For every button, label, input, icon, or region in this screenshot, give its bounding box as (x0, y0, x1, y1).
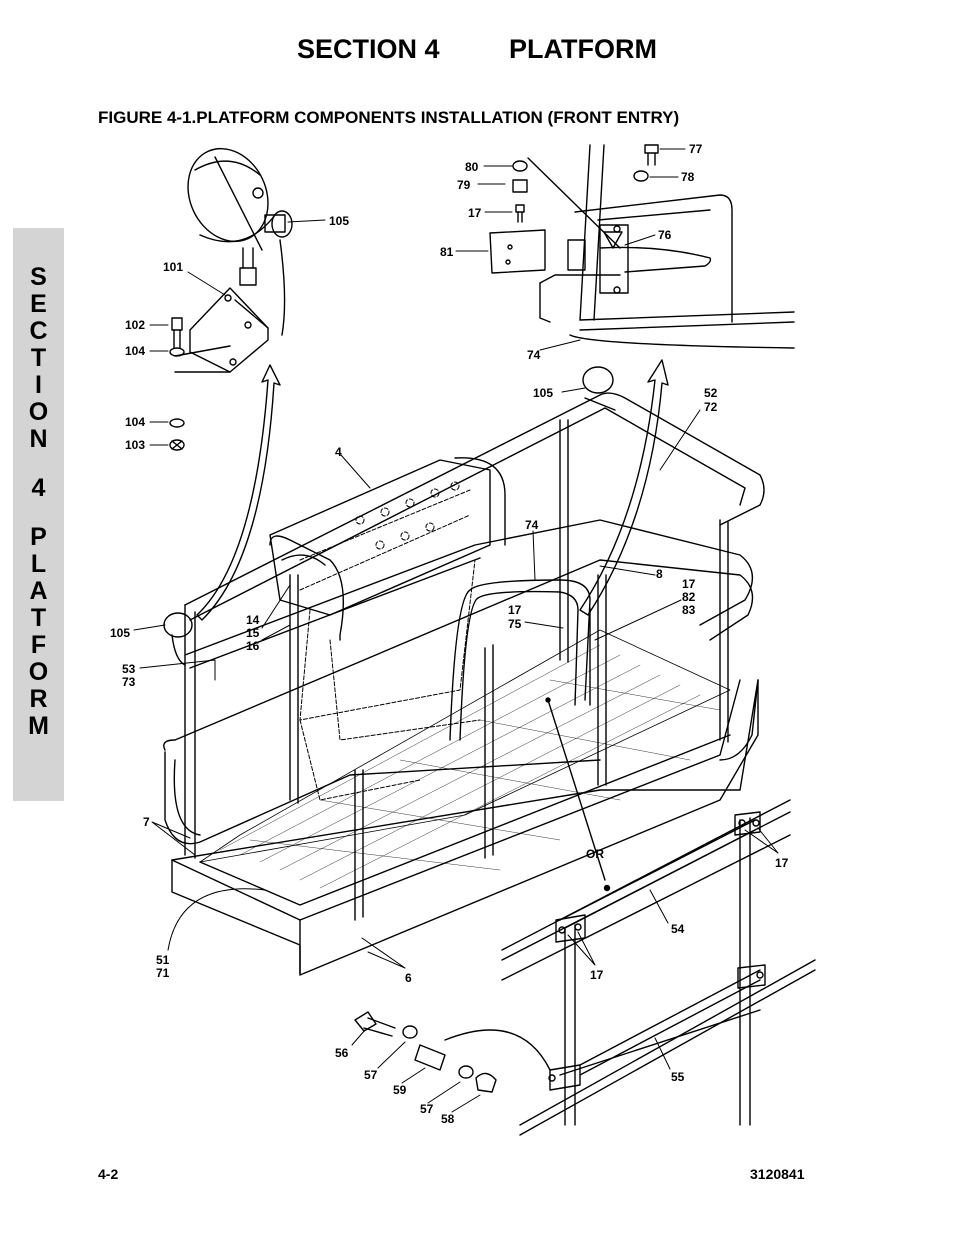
section-number: SECTION 4 (296, 34, 440, 64)
side-tab-letter: E (30, 290, 47, 318)
callout-17: 17 (468, 206, 482, 220)
callout-83: 83 (682, 603, 696, 617)
callout-17: 17 (590, 968, 604, 982)
callout-8: 8 (656, 567, 663, 581)
figure-title: FIGURE 4-1.PLATFORM COMPONENTS INSTALLAT… (98, 108, 680, 127)
install-arrow-right (579, 359, 669, 616)
callout-14: 14 (246, 613, 260, 627)
callout-4: 4 (335, 445, 342, 459)
callout-58: 58 (441, 1112, 455, 1126)
side-tab-letter: L (30, 550, 47, 578)
callout-74: 74 (527, 348, 541, 362)
callout-104: 104 (125, 344, 145, 358)
callout-104: 104 (125, 415, 145, 429)
side-tab-letter: T (30, 604, 47, 632)
side-tab-letter: C (29, 317, 48, 345)
callout-17: 17 (775, 856, 789, 870)
callout-103: 103 (125, 438, 145, 452)
callout-or: OR (586, 847, 604, 861)
side-tab-letter: O (28, 398, 49, 426)
install-arrow-left (196, 364, 281, 621)
side-tab-letter: M (28, 712, 49, 740)
callout-53: 53 (122, 662, 136, 676)
callout-15: 15 (246, 626, 260, 640)
callout-105: 105 (533, 386, 553, 400)
callout-17: 17 (682, 577, 696, 591)
console-handle (454, 457, 506, 546)
callout-78: 78 (681, 170, 695, 184)
callout-71: 71 (156, 966, 170, 980)
console-grab-rail (269, 535, 344, 641)
callout-105: 105 (329, 214, 349, 228)
callout-leaders (133, 148, 779, 1113)
side-tab-letter: I (35, 371, 42, 399)
callout-80: 80 (465, 160, 479, 174)
callout-57: 57 (364, 1068, 378, 1082)
callout-101: 101 (163, 260, 183, 274)
callout-56: 56 (335, 1046, 349, 1060)
callout-74: 74 (525, 518, 539, 532)
side-tab-letter: O (28, 658, 49, 686)
control-console (269, 459, 491, 801)
callout-77: 77 (689, 142, 703, 156)
callout-105: 105 (110, 626, 130, 640)
mounting-plate-detail (489, 229, 546, 274)
callout-81: 81 (440, 245, 454, 259)
gate-assembly (501, 799, 816, 1136)
side-tab-letter: A (29, 577, 48, 605)
side-tab-letter: S (30, 263, 47, 291)
document-number: 3120841 (750, 1166, 805, 1182)
callout-79: 79 (457, 178, 471, 192)
callout-75: 75 (508, 617, 522, 631)
callout-82: 82 (682, 590, 696, 604)
callout-59: 59 (393, 1083, 407, 1097)
side-tab-letter: 4 (31, 474, 46, 502)
callout-73: 73 (122, 675, 136, 689)
platform-installation-diagram: 80 79 17 81 77 78 76 105 101 102 104 104… (110, 142, 816, 1136)
callout-57: 57 (420, 1102, 434, 1116)
section-header: SECTION 4 PLATFORM (0, 34, 954, 65)
side-tab-letter: N (29, 425, 48, 453)
alternate-gate-leader (547, 699, 606, 881)
lamp-hardware-detail (169, 317, 185, 451)
side-tab-letter: F (30, 631, 47, 659)
callout-52: 52 (704, 386, 718, 400)
callout-102: 102 (125, 318, 145, 332)
callout-54: 54 (671, 922, 685, 936)
callout-16: 16 (246, 639, 260, 653)
section-side-tab: S E C T I O N 4 P L A T F O R M (13, 228, 64, 801)
callout-51: 51 (156, 953, 170, 967)
callout-55: 55 (671, 1070, 685, 1084)
latch-hardware-detail (512, 144, 659, 249)
lamp-bracket-detail (174, 287, 269, 373)
side-tab-letter: T (30, 344, 47, 372)
side-tab-letter: P (30, 523, 47, 551)
callout-6: 6 (405, 971, 412, 985)
callout-72: 72 (704, 400, 718, 414)
side-tab-letter: R (29, 685, 48, 713)
callout-labels: 80 79 17 81 77 78 76 105 101 102 104 104… (110, 142, 789, 1126)
gate-latch-detail (539, 144, 795, 349)
gate-hinge-hardware (354, 1011, 551, 1093)
callout-7: 7 (143, 815, 150, 829)
callout-17: 17 (508, 603, 522, 617)
work-lamp-detail (187, 147, 293, 336)
callout-76: 76 (658, 228, 672, 242)
page-number: 4-2 (98, 1166, 119, 1182)
section-title: PLATFORM (509, 34, 658, 64)
